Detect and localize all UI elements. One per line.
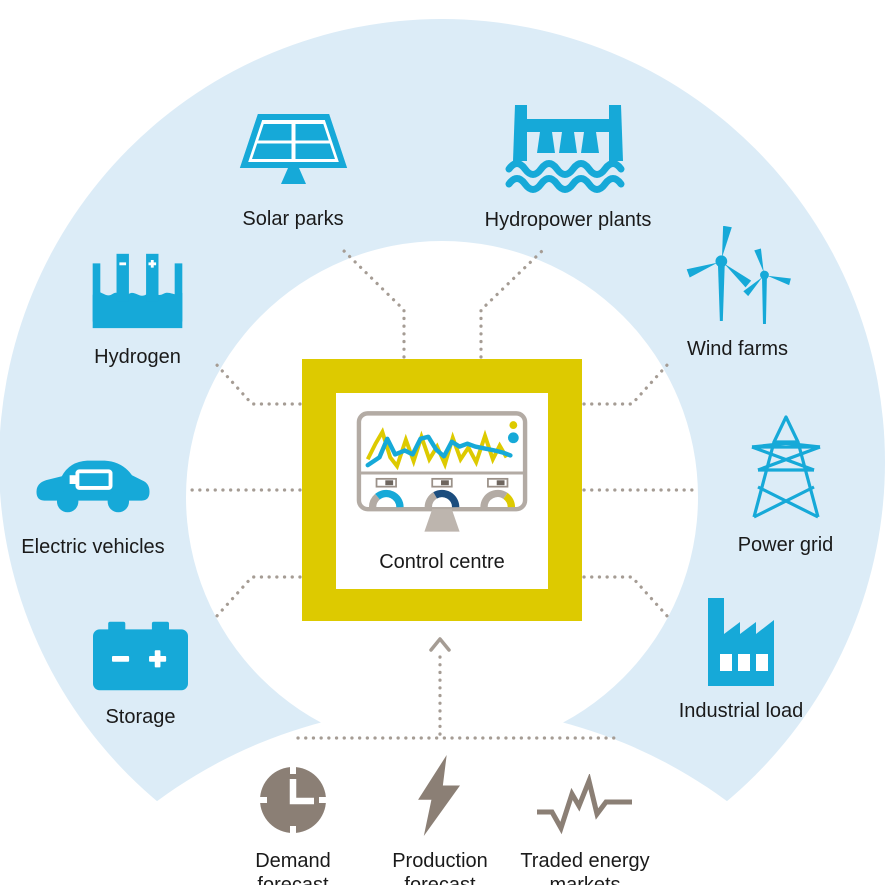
solar-panel-icon bbox=[239, 114, 347, 184]
clock-icon bbox=[258, 765, 328, 835]
center-square: Control centre bbox=[302, 359, 582, 621]
node-demand-forecast: Demand forecast bbox=[233, 762, 353, 885]
yellow-curve bbox=[365, 426, 509, 470]
electrolysis-icon bbox=[92, 253, 183, 329]
dam-icon bbox=[505, 105, 625, 193]
connector-lines bbox=[184, 249, 701, 740]
node-power-grid: Power grid bbox=[708, 414, 863, 557]
connector-wind-farms bbox=[582, 362, 670, 406]
node-label: Demand forecast bbox=[255, 850, 331, 885]
node-label: Hydropower plants bbox=[484, 209, 652, 231]
blue-curve bbox=[365, 434, 513, 467]
gauge-toggles bbox=[375, 477, 509, 488]
connector-hydropower bbox=[479, 249, 544, 359]
connector-solar-parks bbox=[342, 249, 406, 359]
node-industrial-load: Industrial load bbox=[656, 598, 826, 723]
connector-industrial-load bbox=[582, 575, 670, 619]
node-label: Storage bbox=[105, 706, 176, 728]
factory-icon bbox=[708, 598, 774, 686]
connector-storage bbox=[214, 575, 302, 619]
node-label: Industrial load bbox=[678, 700, 804, 722]
node-label: Electric vehicles bbox=[21, 536, 165, 558]
node-production-forecast: Production forecast bbox=[378, 755, 502, 885]
node-wind-farms: Wind farms bbox=[660, 226, 815, 361]
monitor-stand bbox=[424, 508, 460, 532]
node-label: Production forecast bbox=[392, 850, 488, 885]
node-storage: Storage bbox=[63, 620, 218, 729]
node-label: Hydrogen bbox=[94, 346, 181, 368]
electric-car-icon bbox=[36, 460, 150, 513]
wind-turbine-icon bbox=[686, 226, 791, 324]
arrow-up-icon bbox=[429, 637, 451, 652]
node-label: Solar parks bbox=[242, 208, 344, 230]
node-solar-parks: Solar parks bbox=[218, 112, 368, 231]
node-hydrogen: Hydrogen bbox=[60, 250, 215, 369]
node-traded-energy-markets: Traded energy markets bbox=[505, 755, 665, 885]
connector-hydrogen bbox=[214, 362, 302, 406]
market-curve-icon bbox=[537, 774, 632, 835]
transmission-tower-icon bbox=[750, 415, 821, 519]
node-label: Traded energy markets bbox=[520, 850, 650, 885]
node-label: Power grid bbox=[737, 534, 834, 556]
lightning-icon bbox=[418, 755, 461, 836]
gauges bbox=[368, 489, 516, 508]
node-label: Wind farms bbox=[686, 338, 789, 360]
control-centre-label: Control centre bbox=[379, 550, 505, 573]
node-electric-vehicles: Electric vehicles bbox=[8, 446, 178, 559]
control-centre-card: Control centre bbox=[336, 393, 548, 589]
control-monitor-icon bbox=[356, 410, 528, 532]
node-hydropower-plants: Hydropower plants bbox=[473, 103, 663, 232]
battery-icon bbox=[93, 621, 188, 691]
